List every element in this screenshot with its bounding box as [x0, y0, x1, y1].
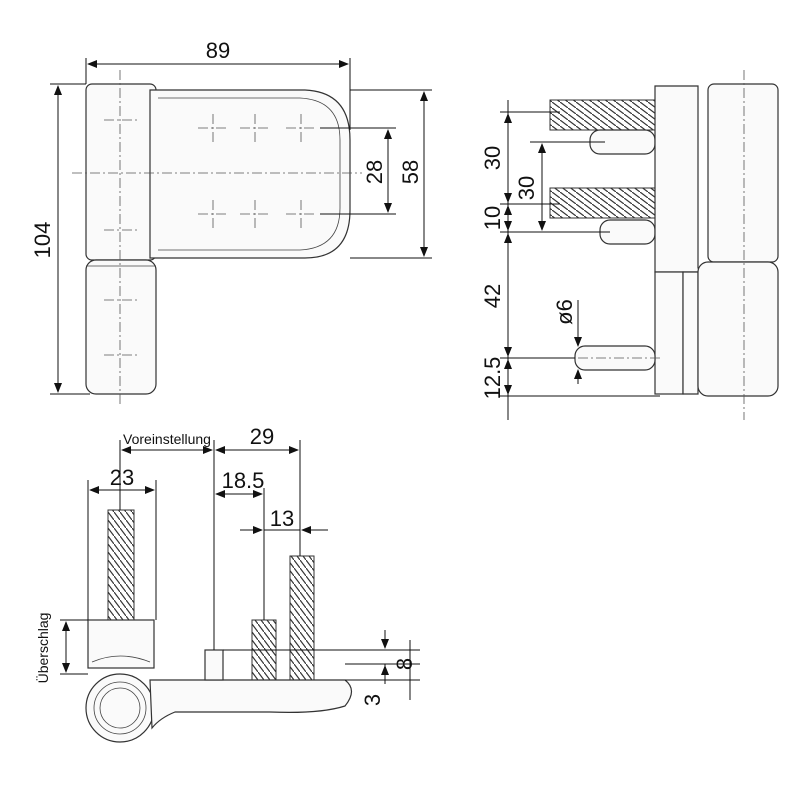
dim-height: 104: [30, 222, 55, 259]
hinge-barrel-upper: [85, 83, 157, 261]
hole-markers: [104, 114, 316, 356]
dim-3: 3: [360, 694, 385, 706]
dim-preset-value: 29: [250, 424, 274, 449]
side-view: 30 10 42 12.5 30 ø6: [480, 70, 779, 420]
dim-18-5: 18.5: [222, 468, 265, 493]
dim-13: 13: [270, 506, 294, 531]
barrel-section: [85, 673, 155, 743]
side-barrel-upper: [707, 83, 779, 263]
dim-screw-spacing-a: 30: [480, 146, 505, 170]
screw-left: [107, 509, 135, 621]
screw-upper: [549, 99, 656, 131]
hinge-barrel-lower: [85, 259, 157, 395]
dim-leaf-height: 58: [398, 160, 423, 184]
leaf-section: [149, 679, 353, 730]
dim-hole-spacing: 28: [362, 160, 387, 184]
top-down-view: 23 Voreinstellung 29 18.5 13 Überschlag …: [34, 424, 420, 743]
dim-pin-diameter: ø6: [552, 299, 577, 325]
front-view: 89 104 28 58: [30, 38, 432, 405]
dim-bottom: 12.5: [480, 357, 505, 400]
dim-gap: 42: [480, 284, 505, 308]
dim-offset: 10: [480, 206, 505, 230]
screw-right-long: [289, 555, 315, 681]
hinge-leaf: [149, 89, 351, 259]
screw-middle: [549, 187, 656, 219]
dim-width: 89: [206, 38, 230, 63]
preset-label: Voreinstellung: [123, 431, 211, 447]
mounting-plate: [654, 85, 707, 273]
dim-screw-spacing-b: 30: [514, 176, 539, 200]
dim-8: 8: [392, 658, 417, 670]
side-barrel-lower: [697, 261, 779, 397]
dim-screw-distance: 23: [110, 465, 134, 490]
overlap-label: Überschlag: [34, 613, 51, 684]
